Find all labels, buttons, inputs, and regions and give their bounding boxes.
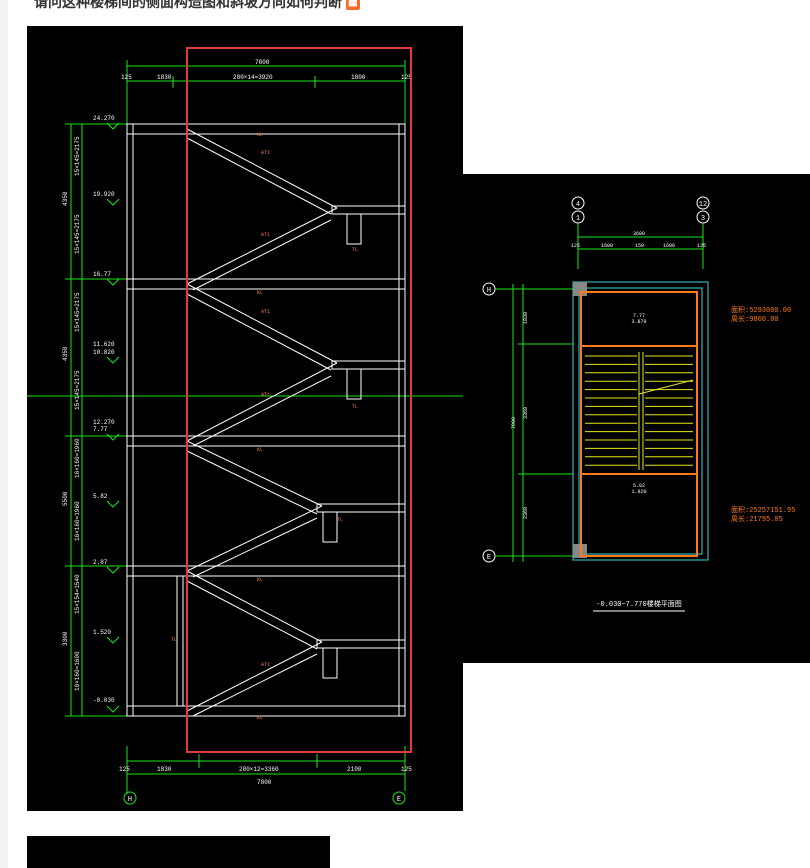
left-seg-2: 15×145=2175 [74,214,81,254]
axis-top-left-b: 1 [576,215,580,223]
axis-left-bottom: E [487,554,491,562]
label-at1-5: AT1 [261,662,270,668]
elev-1: 19.920 [93,191,115,198]
axis-top-right-b: 3 [701,215,705,223]
note-bottom-perimeter: 周长:21795.05 [731,514,783,524]
axis-right-section: E [397,796,401,804]
elev-5: 5.82 [93,493,108,500]
label-tl-4: TL [171,637,177,643]
dim-edge-left: 125 [121,74,132,81]
elev-top: 24.270 [93,115,115,122]
plan-svg: 4 1 12 3 H E 3600 125 1600 150 1600 125 … [482,196,795,612]
left-seg-4: 15×145=2175 [74,370,81,410]
plan-dim-sub-a: 125 [571,243,580,249]
plan-dim-sub-e: 125 [697,243,706,249]
plan-dim-v-c: 2360 [523,507,529,519]
elev-6: 2.87 [93,559,108,566]
label-kl-1: KL [257,132,263,138]
left-dim-d: 3300 [62,631,69,646]
dim-edge-right: 125 [401,74,412,81]
left-dim-a: 4350 [62,191,69,206]
plan-elev-upper-b: 3.870 [631,319,646,325]
label-kl-5: KL [257,715,263,721]
plan-dim-sub-c: 150 [635,243,644,249]
plan-elev-upper: 7.77 [633,313,645,319]
area-outline [580,291,698,557]
plan-dim-width: 3600 [633,231,645,237]
elev-2: 16.77 [93,271,111,278]
label-at1-1: AT1 [261,150,270,156]
dim-bottom-left: 1830 [157,766,172,773]
plan-elev-lower: 5.82 [633,483,645,489]
note-top-area: 面积:5293000.00 [731,305,791,315]
elev-3: 11.620 [93,341,115,348]
label-at1-4: AT1 [261,392,270,398]
note-bottom-area: 面积:25257151.95 [731,505,795,515]
stair-plan-drawing[interactable]: 4 1 12 3 H E 3600 125 1600 150 1600 125 … [463,174,810,663]
elev-8: -0.030 [93,697,115,704]
dim-bottom-mid: 280×12=3360 [239,766,279,773]
dim-top-right: 1800 [351,74,366,81]
left-seg-8: 10×160=1600 [74,651,81,691]
plan-elev-lower-b: 1.920 [631,489,646,495]
axis-top-left-a: 4 [576,201,580,209]
plan-caption: -0.030~7.770楼梯平面图 [596,599,681,609]
headline-text: 请问这种楼梯间的侧面构造图和斜坡方向如何判断 [34,0,342,10]
plan-dim-v-b: 3360 [523,407,529,419]
axis-left-section: H [128,796,132,804]
left-dim-c: 5500 [62,491,69,506]
dim-bottom-right: 2100 [347,766,362,773]
left-seg-6: 16×160=1960 [74,501,81,541]
elev-4b: 7.77 [93,426,108,433]
stair-section-drawing[interactable]: 7800 1830 280×14=3920 1800 125 125 1830 … [27,26,463,811]
plan-dim-v-total: 7800 [511,417,517,429]
label-at1-3: AT1 [261,309,270,315]
elev-7: 1.520 [93,629,111,636]
label-tl-1: TL [352,247,358,253]
label-kl-3: KL [257,447,263,453]
section-svg: 7800 1830 280×14=3920 1800 125 125 1830 … [27,47,463,805]
label-kl-2: KL [257,290,263,296]
highlight-box [186,47,412,753]
left-seg-5: 16×160=1960 [74,438,81,478]
label-at1-2: AT1 [261,232,270,238]
elev-3b: 10.820 [93,349,115,356]
left-seg-3: 15×145=2175 [74,292,81,332]
headline: 请问这种楼梯间的侧面构造图和斜坡方向如何判断 ▦ [34,0,360,12]
dim-top-mid: 280×14=3920 [233,74,273,81]
plan-dim-sub-b: 1600 [601,243,613,249]
note-top-perimeter: 周长:9860.00 [731,314,779,324]
next-image-preview[interactable] [27,836,330,868]
dim-bottom-edge-right: 125 [401,766,412,773]
image-icon[interactable]: ▦ [345,0,360,11]
dim-bottom-total: 7800 [257,779,272,786]
left-dim-b: 4350 [62,346,69,361]
label-tl-2: TL [352,404,358,410]
axis-left-top: H [487,287,491,295]
elev-4: 12.270 [93,419,115,426]
left-seg-7: 15×154=1540 [74,574,81,614]
left-seg-1: 15×145=2175 [74,136,81,176]
label-kl-4: KL [257,577,263,583]
label-tl-3: TL [337,517,343,523]
axis-top-right-a: 12 [699,201,707,209]
dim-top-total: 7800 [255,59,270,66]
dim-bottom-edge-left: 125 [119,766,130,773]
dim-top-left: 1830 [157,74,172,81]
plan-dim-sub-d: 1600 [663,243,675,249]
plan-dim-v-a: 1830 [523,312,529,324]
